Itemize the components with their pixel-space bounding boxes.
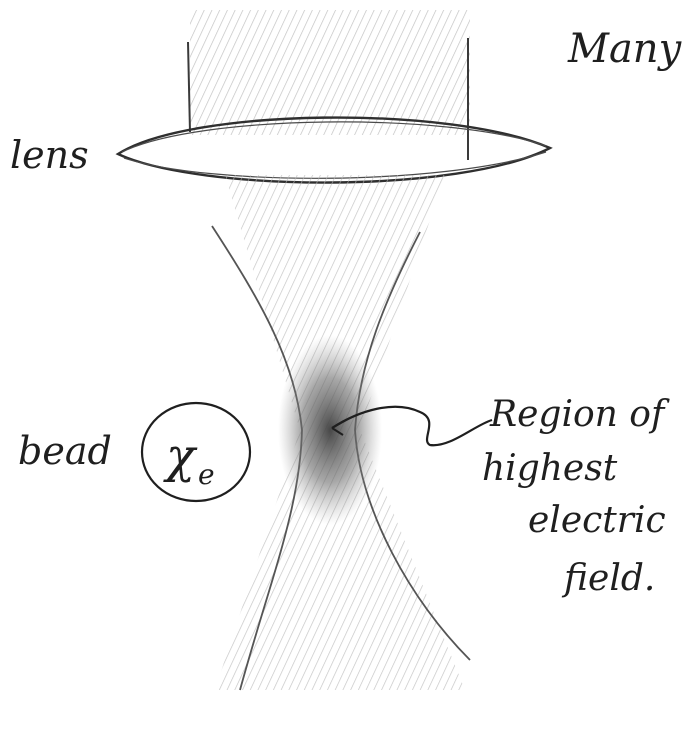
- beam-edge-left: [188, 42, 190, 132]
- label-lens: lens: [10, 133, 89, 177]
- label-region-line1: Region of: [489, 394, 670, 435]
- label-bead: bead: [18, 429, 112, 473]
- label-region-line2: highest: [482, 448, 618, 489]
- bead-subscript: e: [198, 458, 215, 491]
- incoming-beam: [188, 10, 470, 160]
- label-many: Many: [567, 26, 683, 72]
- bead-circle: [142, 403, 250, 501]
- label-region-line4: field.: [561, 558, 655, 599]
- focus-region: [278, 335, 382, 525]
- label-region-line3: electric: [528, 500, 666, 541]
- bead-symbol: χ: [163, 428, 198, 484]
